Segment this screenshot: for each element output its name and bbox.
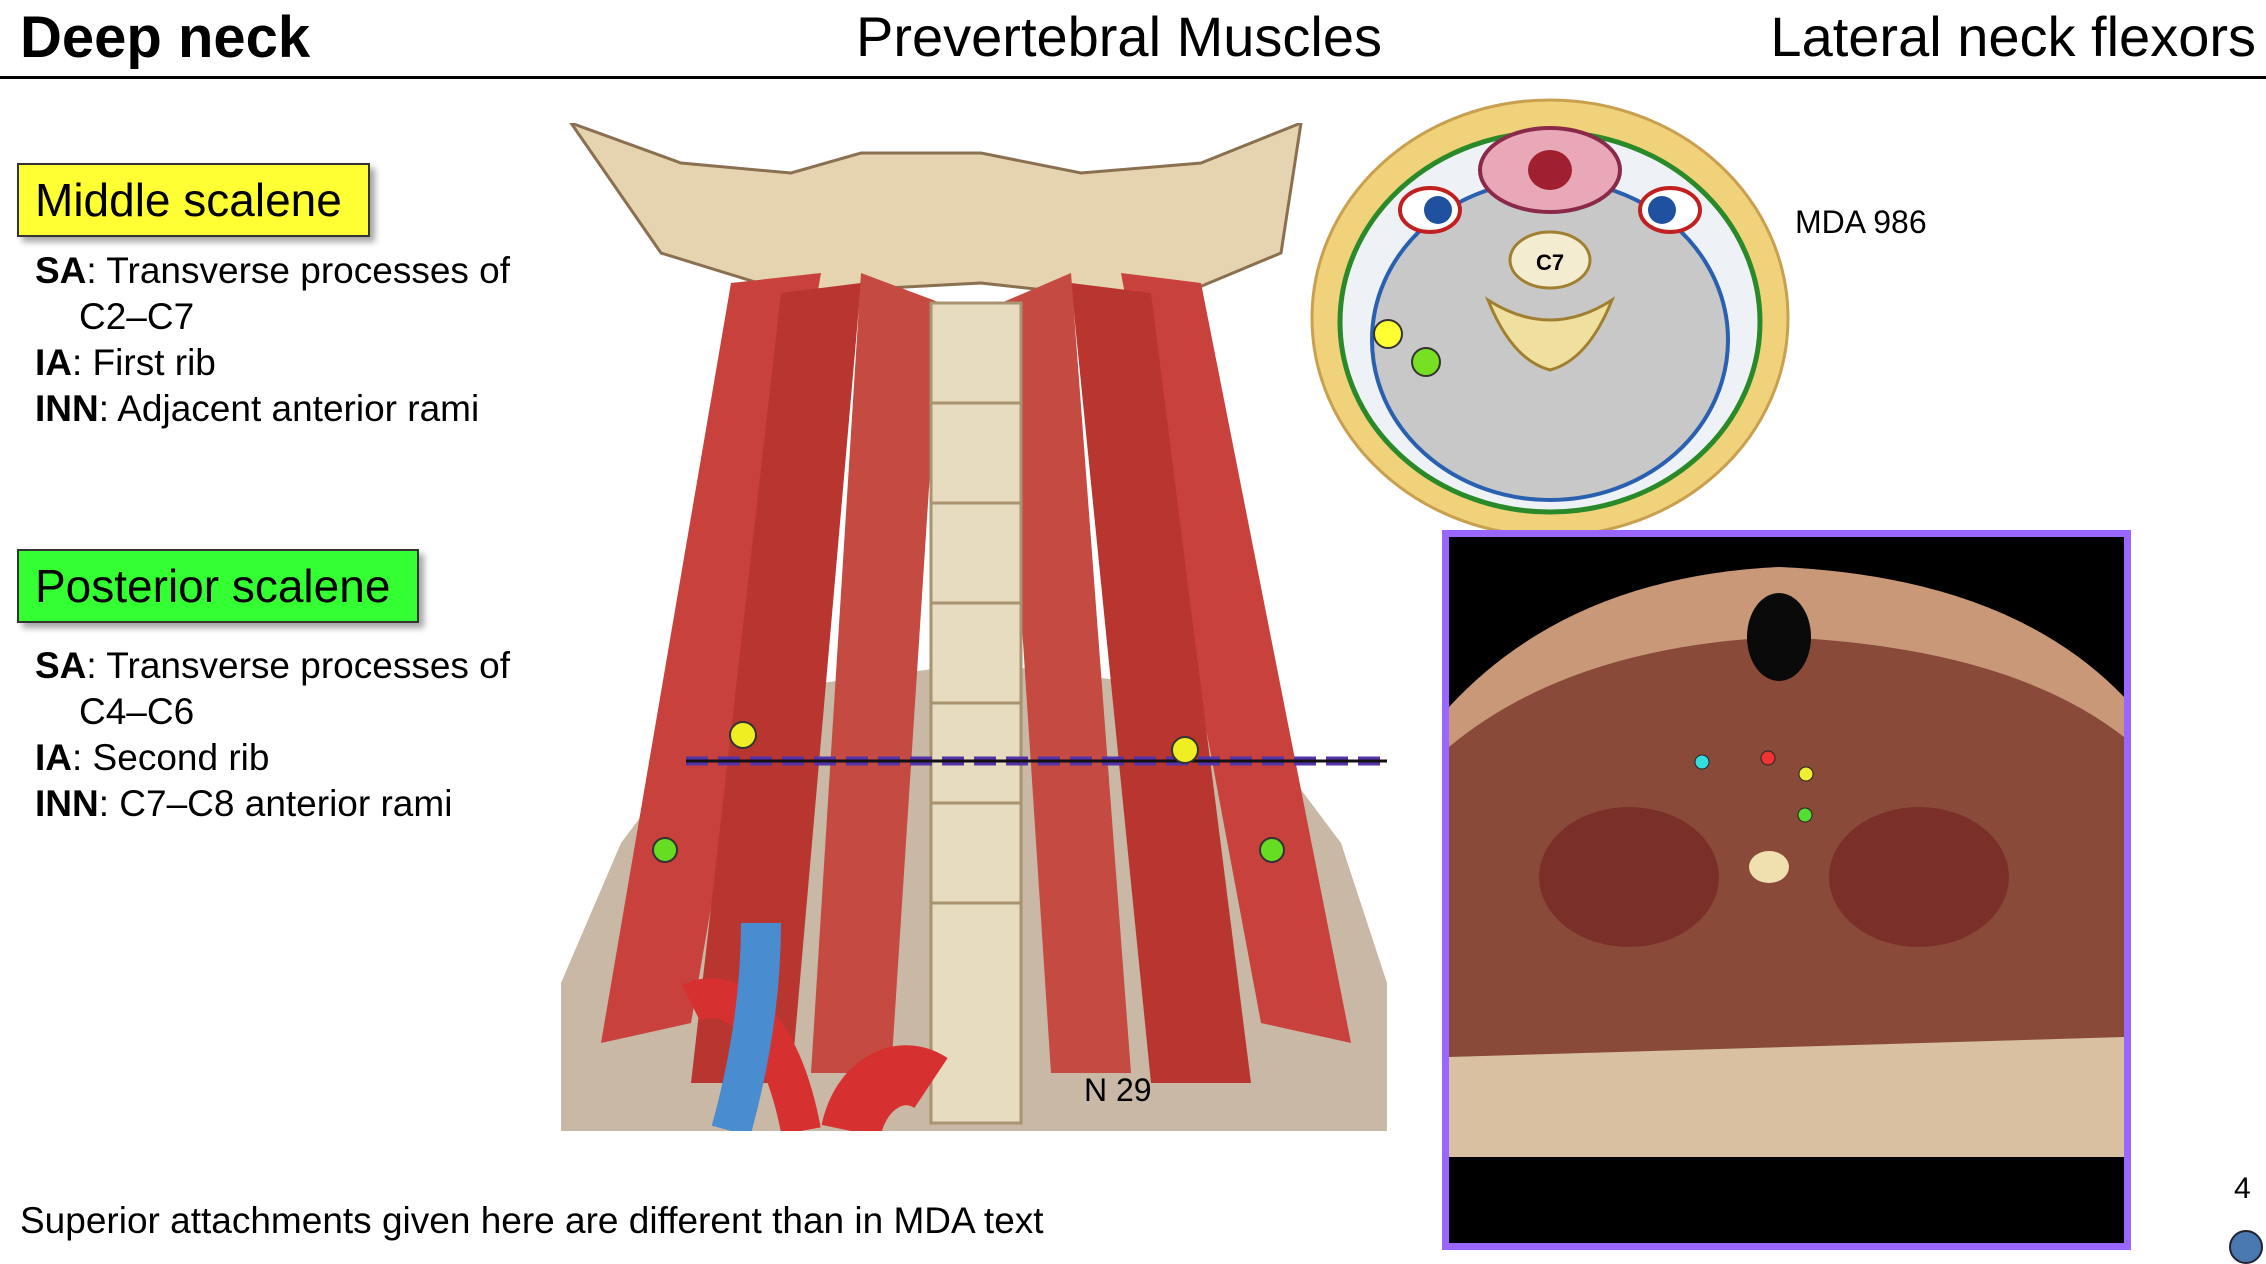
page-number: 4 (2234, 1172, 2251, 1205)
innervation: INN: Adjacent anterior rami (35, 388, 480, 429)
middle-scalene-marker (1171, 736, 1199, 764)
superior-attachment: SA: Transverse processes of (35, 250, 511, 291)
middle-scalene-marker (729, 721, 757, 749)
cross-section-diagram: C7 (1310, 98, 1790, 538)
slide-nav-dot-icon[interactable] (2229, 1230, 2263, 1264)
superior-attachment-cont: C2–C7 (79, 296, 195, 337)
slide-subtitle: Prevertebral Muscles (856, 5, 1382, 68)
posterior-scalene-marker (1797, 807, 1813, 823)
footnote: Superior attachments given here are diff… (20, 1200, 1044, 1241)
superior-attachment-cont: C4–C6 (79, 691, 195, 732)
innervation: INN: C7–C8 anterior rami (35, 783, 453, 824)
inferior-attachment: IA: First rib (35, 342, 216, 383)
header-divider (0, 76, 2266, 79)
superior-attachment: SA: Transverse processes of (35, 645, 511, 686)
middle-scalene-label: Middle scalene (17, 163, 370, 237)
vertebra-label: C7 (1536, 250, 1564, 275)
posterior-scalene-label: Posterior scalene (17, 549, 419, 623)
inferior-attachment: IA: Second rib (35, 737, 270, 778)
posterior-scalene-marker (1259, 837, 1285, 863)
figure-reference: N 29 (1084, 1072, 1152, 1108)
anterior-neck-illustration (561, 123, 1387, 1131)
posterior-scalene-marker (652, 837, 678, 863)
middle-scalene-marker (1373, 319, 1403, 349)
slide-topic: Lateral neck flexors (1770, 5, 2256, 68)
figure-reference: MDA 986 (1795, 204, 1927, 240)
middle-scalene-marker (1798, 766, 1814, 782)
cadaver-cross-section-photo (1442, 530, 2131, 1250)
posterior-scalene-marker (1411, 347, 1441, 377)
middle-scalene-details: SA: Transverse processes of C2–C7 IA: Fi… (35, 248, 510, 432)
slide-title: Deep neck (20, 5, 311, 70)
posterior-scalene-details: SA: Transverse processes of C4–C6 IA: Se… (35, 643, 510, 827)
